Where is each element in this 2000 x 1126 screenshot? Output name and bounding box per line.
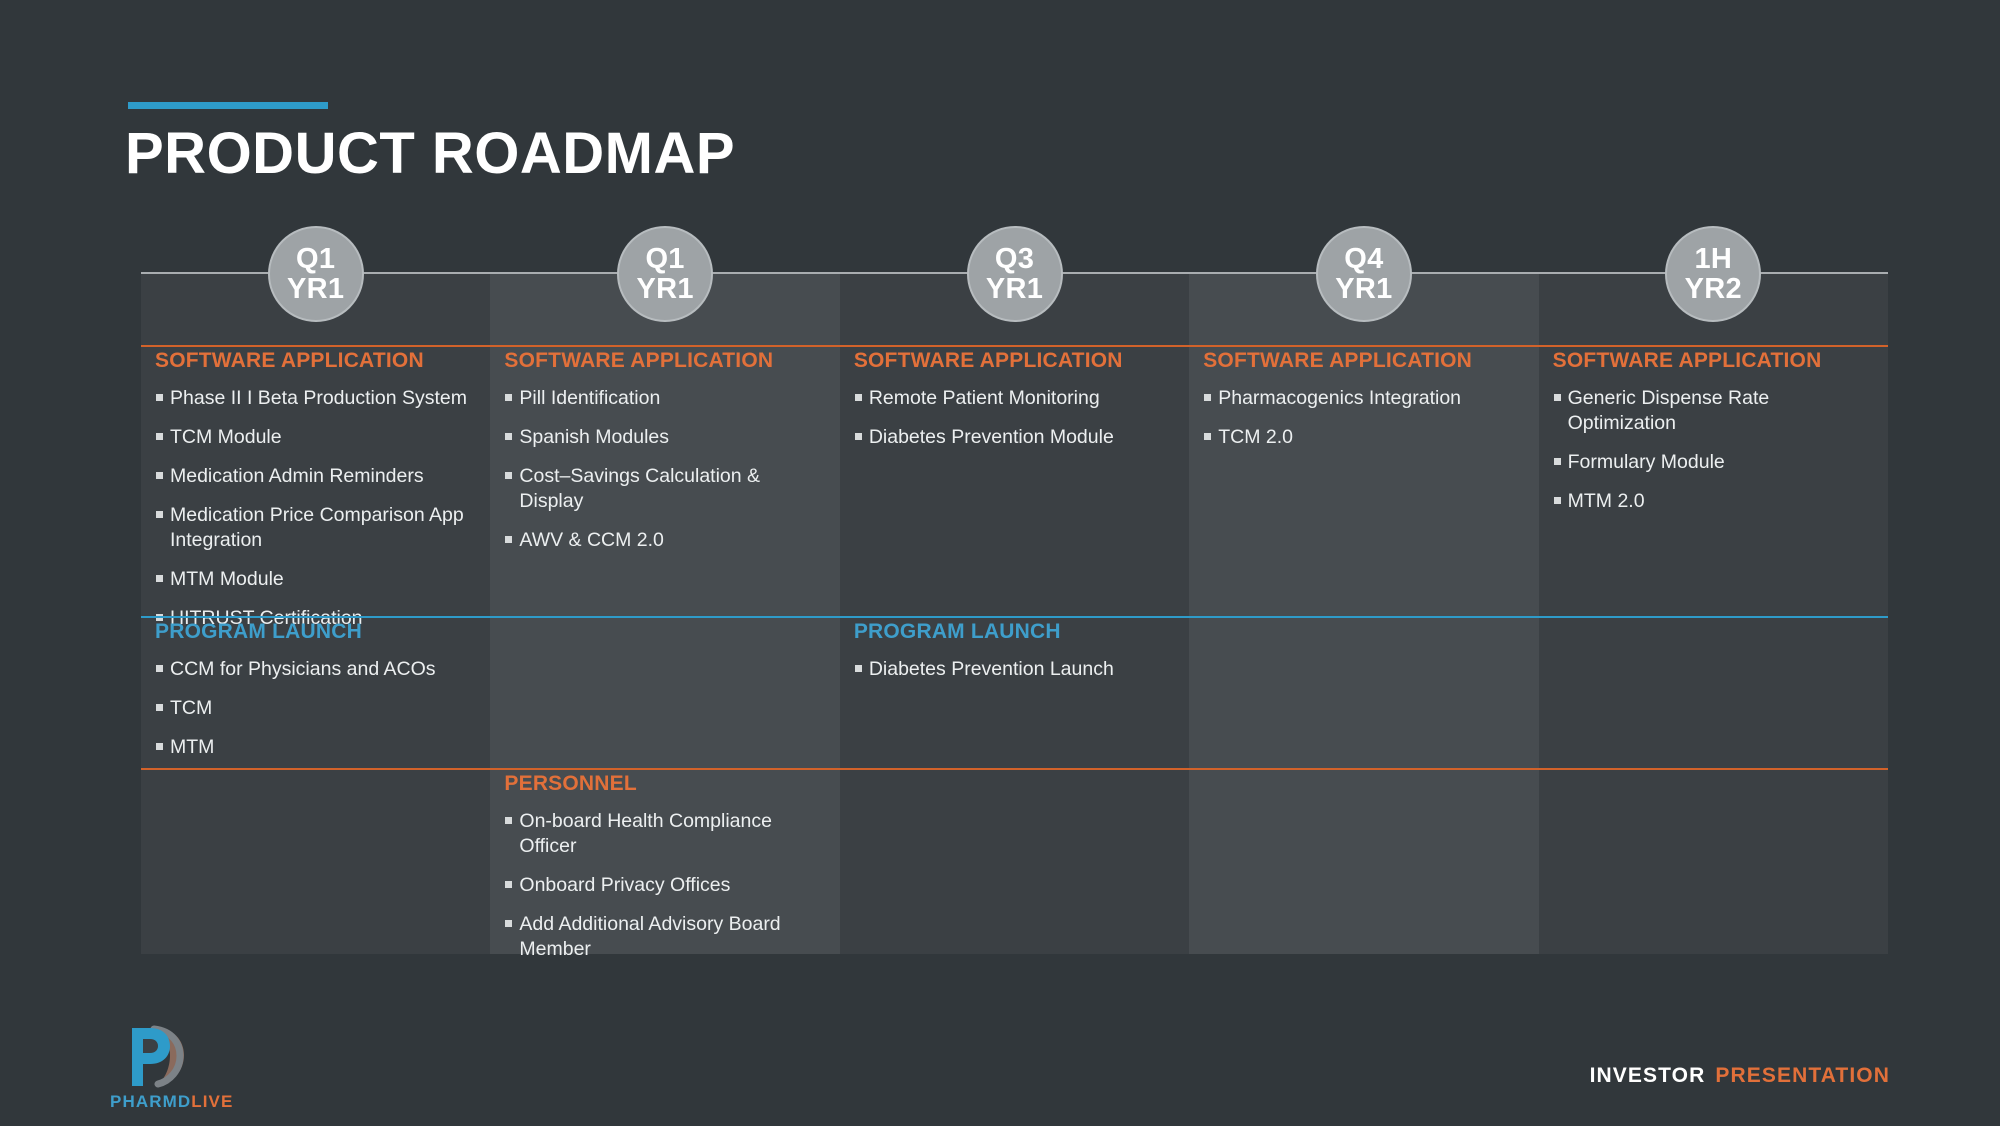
software-section-heading: SOFTWARE APPLICATION (853, 349, 1123, 372)
list-item[interactable]: Remote Patient Monitoring (854, 386, 1177, 411)
milestone-quarter: Q1 (645, 242, 685, 275)
list-item[interactable]: Diabetes Prevention Launch (854, 657, 1177, 682)
software-cell-5: SOFTWARE APPLICATION Generic Dispense Rat… (1539, 349, 1888, 528)
list-item[interactable]: Pill Identification (504, 386, 827, 411)
list-item[interactable]: Medication Price Comparison App Integrat… (155, 503, 478, 553)
title-accent-rule (128, 102, 328, 109)
milestone-year: YR2 (1684, 273, 1742, 305)
list-item[interactable]: MTM 2.0 (1553, 489, 1876, 514)
list-item[interactable]: TCM (155, 696, 478, 721)
software-section-heading: SOFTWARE APPLICATION (1203, 349, 1473, 372)
software-section-heading: SOFTWARE APPLICATION (504, 349, 774, 372)
list-item[interactable]: Phase II I Beta Production System (155, 386, 478, 411)
footer-investor: INVESTOR (1589, 1064, 1706, 1087)
milestone-year: YR1 (287, 273, 345, 305)
list-item[interactable]: Medication Admin Reminders (155, 464, 478, 489)
list-item[interactable]: TCM 2.0 (1203, 425, 1526, 450)
milestone-year: YR1 (636, 273, 694, 305)
list-item[interactable]: CCM for Physicians and ACOs (155, 657, 478, 682)
list-item[interactable]: TCM Module (155, 425, 478, 450)
milestone-quarter: Q3 (994, 242, 1035, 275)
logo-word-secondary: LIVE (191, 1092, 234, 1111)
milestone-year: YR1 (1335, 273, 1393, 305)
software-cell-4: SOFTWARE APPLICATION Pharmacogenics Integ… (1189, 349, 1538, 464)
software-section-heading: SOFTWARE APPLICATION (1552, 349, 1822, 372)
personnel-section-heading: PERSONNEL (504, 772, 637, 795)
list-item[interactable]: MTM Module (155, 567, 478, 592)
personnel-cell-2: PERSONNEL On-board Health Compliance Offi… (490, 772, 839, 976)
milestone-quarter: Q4 (1344, 242, 1384, 275)
list-item[interactable]: MTM (155, 735, 478, 760)
pharmdlive-logo: PHARMDLIVE (110, 1022, 280, 1114)
program-cell-3: PROGRAM LAUNCH Diabetes Prevention Launch (840, 620, 1189, 696)
list-item[interactable]: Onboard Privacy Offices (504, 873, 827, 898)
milestone-year: YR1 (985, 273, 1044, 305)
list-item[interactable]: Formulary Module (1553, 450, 1876, 475)
list-item[interactable]: AWV & CCM 2.0 (504, 528, 827, 553)
program-section-heading: PROGRAM LAUNCH (853, 620, 1061, 643)
list-item[interactable]: Add Additional Advisory Board Member (504, 912, 827, 962)
program-section-heading: PROGRAM LAUNCH (155, 620, 362, 643)
program-cell-1: PROGRAM LAUNCH CCM for Physicians and ACO… (141, 620, 490, 774)
software-cell-1: SOFTWARE APPLICATION Phase II I Beta Prod… (141, 349, 490, 645)
list-item[interactable]: Generic Dispense Rate Optimization (1553, 386, 1876, 436)
list-item[interactable]: Cost–Savings Calculation & Display (504, 464, 827, 514)
page-title: PRODUCT ROADMAP (125, 121, 736, 186)
milestone-quarter: 1H (1694, 242, 1733, 275)
logo-word-primary: PHARMD (110, 1092, 192, 1111)
logo-wordmark: PHARMDLIVE (110, 1092, 233, 1112)
milestone-quarter: Q1 (296, 242, 336, 275)
list-item[interactable]: Diabetes Prevention Module (854, 425, 1177, 450)
list-item[interactable]: Spanish Modules (504, 425, 827, 450)
program-item-list: Diabetes Prevention Launch (854, 657, 1177, 682)
footer-presentation: PRESENTATION (1715, 1064, 1890, 1087)
footer-label: INVESTOR PRESENTATION (1590, 1064, 1890, 1088)
logo-mark-icon (132, 1025, 184, 1088)
list-item[interactable]: Pharmacogenics Integration (1203, 386, 1526, 411)
list-item[interactable]: On-board Health Compliance Officer (504, 809, 827, 859)
software-cell-3: SOFTWARE APPLICATION Remote Patient Monit… (840, 349, 1189, 464)
software-section-heading: SOFTWARE APPLICATION (155, 349, 424, 372)
